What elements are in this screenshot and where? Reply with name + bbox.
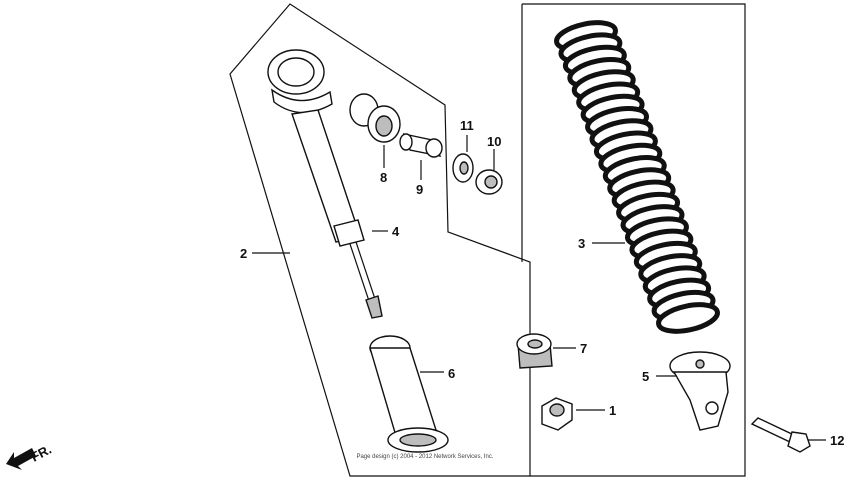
callout-5: 5 — [642, 369, 649, 384]
bushing-part[interactable] — [349, 93, 401, 143]
washer-part[interactable] — [452, 153, 474, 183]
front-direction-arrow-icon — [6, 448, 36, 470]
callout-6: 6 — [448, 366, 455, 381]
shock-absorber-part[interactable] — [267, 49, 383, 319]
collar-part[interactable] — [399, 133, 443, 158]
spring-seat-part[interactable] — [669, 351, 731, 431]
rubber-bushing-part[interactable] — [516, 333, 553, 369]
footer-credit: Page design (c) 2004 - 2012 Network Serv… — [356, 454, 493, 460]
flange-nut-part[interactable] — [475, 169, 503, 195]
spring-coil — [656, 302, 720, 334]
callout-4: 4 — [392, 224, 400, 239]
coil-spring-part[interactable] — [554, 18, 720, 336]
hex-nut-part[interactable] — [541, 397, 573, 431]
assembly-2-outline — [229, 3, 531, 477]
direction-label: FR. — [28, 442, 54, 465]
callout-8: 8 — [380, 170, 387, 185]
callout-10: 10 — [487, 134, 501, 149]
callout-9: 9 — [416, 182, 423, 197]
callout-7: 7 — [580, 341, 587, 356]
callout-11: 11 — [460, 118, 474, 133]
dust-boot-part[interactable] — [369, 335, 449, 453]
callout-2: 2 — [240, 246, 247, 261]
callout-1: 1 — [609, 403, 616, 418]
callout-3: 3 — [578, 236, 585, 251]
assembly-3-outline — [522, 3, 746, 477]
bolt-part[interactable] — [750, 417, 811, 453]
callout-12: 12 — [830, 433, 844, 448]
